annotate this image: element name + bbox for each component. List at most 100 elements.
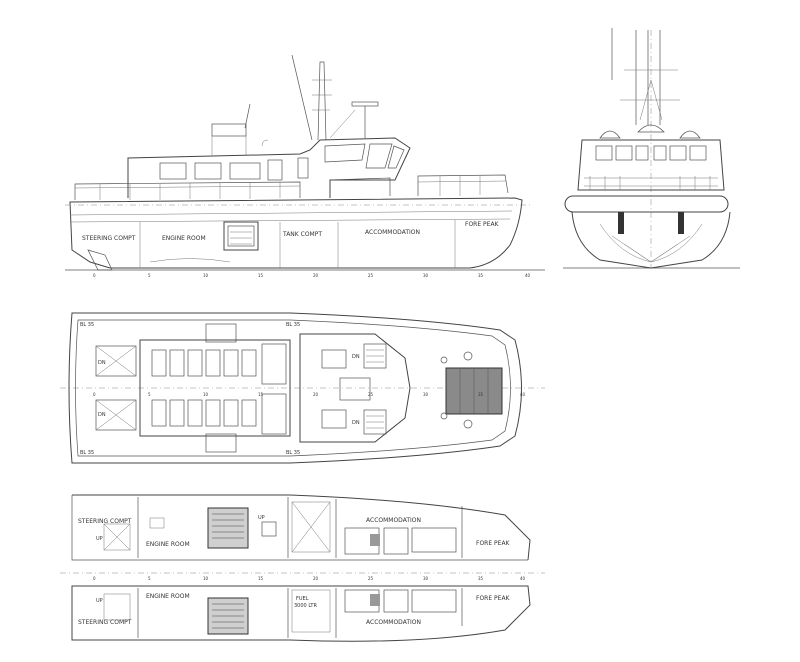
profile-engine-detail xyxy=(227,225,255,247)
lower-top-label-fore-peak: FORE PEAK xyxy=(476,540,511,547)
body-window-3 xyxy=(635,145,649,161)
lower-top-label-engine: ENGINE ROOM xyxy=(146,541,190,548)
deck-bl-bot-mid: BL 35 xyxy=(286,450,300,456)
deck-aft-hatch-cross xyxy=(95,345,137,431)
profile-fore-rail xyxy=(417,174,509,196)
profile-frame-25: 25 xyxy=(368,273,374,278)
body-dome-1 xyxy=(599,130,621,139)
body-dome-2 xyxy=(637,124,665,133)
deck-dn-stbd: DN xyxy=(352,420,360,426)
deck-seats-lower xyxy=(151,399,257,427)
seat xyxy=(223,349,239,377)
body-rail-posts xyxy=(589,176,711,190)
profile-label-engine: ENGINE ROOM xyxy=(162,235,206,242)
lower-frame-40: 40 xyxy=(520,576,526,581)
profile-mast-yards xyxy=(312,79,332,111)
profile-window-1 xyxy=(159,162,187,180)
profile-label-tank: TANK COMPT xyxy=(282,231,322,238)
deck-console xyxy=(339,377,371,401)
lower-frame-10: 10 xyxy=(203,576,209,581)
profile-view: STEERING COMPT ENGINE ROOM TANK COMPT AC… xyxy=(65,54,545,278)
body-window-1 xyxy=(595,145,613,161)
deck-dn-port: DN xyxy=(352,354,360,360)
seat xyxy=(241,349,257,377)
lower-frame-15: 15 xyxy=(258,576,264,581)
profile-mid-rail xyxy=(329,177,391,198)
seat xyxy=(205,349,221,377)
body-mast-truss xyxy=(639,79,663,121)
lower-top-engine xyxy=(207,507,249,549)
lower-top-stair xyxy=(370,534,380,546)
profile-door-fwd xyxy=(297,157,309,179)
deck-hatch-top xyxy=(205,323,237,343)
deck-frame-5: 5 xyxy=(148,392,151,397)
lower-bot-label-fuel: FUEL xyxy=(296,596,309,602)
body-plan-view xyxy=(563,28,740,269)
deck-stair-treads xyxy=(366,349,384,429)
lower-bot-bunk-2 xyxy=(411,589,457,613)
deck-stair-lower xyxy=(363,409,387,435)
body-pillar-right xyxy=(678,212,684,234)
body-window-2 xyxy=(615,145,633,161)
deck-bl-bot-aft: BL 35 xyxy=(80,450,94,456)
lower-bottom-hull xyxy=(71,585,531,642)
body-hull xyxy=(571,211,731,269)
body-pillar-left xyxy=(618,212,624,234)
seat xyxy=(151,399,167,427)
seat xyxy=(205,399,221,427)
lower-bot-label-engine: ENGINE ROOM xyxy=(146,593,190,600)
deck-wheelhouse xyxy=(299,333,411,443)
lower-top-label-up-engine: UP xyxy=(258,515,265,521)
profile-frame-10: 10 xyxy=(203,273,209,278)
body-masts xyxy=(635,30,661,125)
profile-aft-rail xyxy=(74,181,301,200)
profile-sheer-line xyxy=(69,218,511,223)
deck-bl-top-aft: BL 35 xyxy=(80,322,94,328)
lower-top-keel xyxy=(71,495,528,561)
deck-frame-35: 35 xyxy=(478,392,484,397)
deck-stair-upper xyxy=(363,343,387,369)
lower-bot-steering-hatch xyxy=(103,593,131,621)
deck-frame-10: 10 xyxy=(203,392,209,397)
seat xyxy=(187,349,203,377)
body-hull-sections-2 xyxy=(611,235,691,263)
lower-bot-label-fuel-qty: 3000 LTR xyxy=(294,603,317,609)
deck-galley xyxy=(261,343,287,385)
seat xyxy=(187,399,203,427)
profile-frame-15: 15 xyxy=(258,273,264,278)
lower-bot-locker xyxy=(383,589,409,613)
seat xyxy=(169,399,185,427)
profile-frame-0: 0 xyxy=(93,273,96,278)
deck-frame-30: 30 xyxy=(423,392,429,397)
profile-aft-rail-posts xyxy=(99,182,281,200)
lower-top-hull xyxy=(72,494,531,561)
lower-bot-label-fore-peak: FORE PEAK xyxy=(476,595,511,602)
profile-aft-whip xyxy=(244,103,251,129)
profile-wheelhouse-window-2 xyxy=(365,143,393,169)
lower-top-bunk-2 xyxy=(411,527,457,553)
lower-bot-engine-ribs xyxy=(212,603,244,629)
lower-frame-5: 5 xyxy=(148,576,151,581)
profile-label-fore-peak: FORE PEAK xyxy=(465,221,500,228)
lower-top-steering-cross xyxy=(103,523,131,551)
body-window-5 xyxy=(669,145,687,161)
lower-frame-30: 30 xyxy=(423,576,429,581)
lower-bot-label-accommodation: ACCOMMODATION xyxy=(366,619,421,626)
deck-dn-lower: DN xyxy=(98,412,106,418)
profile-frame-5: 5 xyxy=(148,273,151,278)
deck-toilet xyxy=(261,393,287,435)
body-fender xyxy=(564,195,729,213)
profile-mast-stay xyxy=(291,54,313,141)
deck-aft-hatch-lower xyxy=(95,399,137,431)
profile-aft-rail-mid xyxy=(74,185,301,189)
profile-engine xyxy=(223,221,259,251)
profile-frame-40: 40 xyxy=(525,273,531,278)
body-window-4 xyxy=(653,145,667,161)
profile-deck-line xyxy=(69,210,513,216)
profile-vent xyxy=(261,139,269,147)
body-rail xyxy=(584,177,718,187)
deck-bollard-upper xyxy=(463,351,473,361)
profile-fore-rail-mid xyxy=(417,180,507,183)
